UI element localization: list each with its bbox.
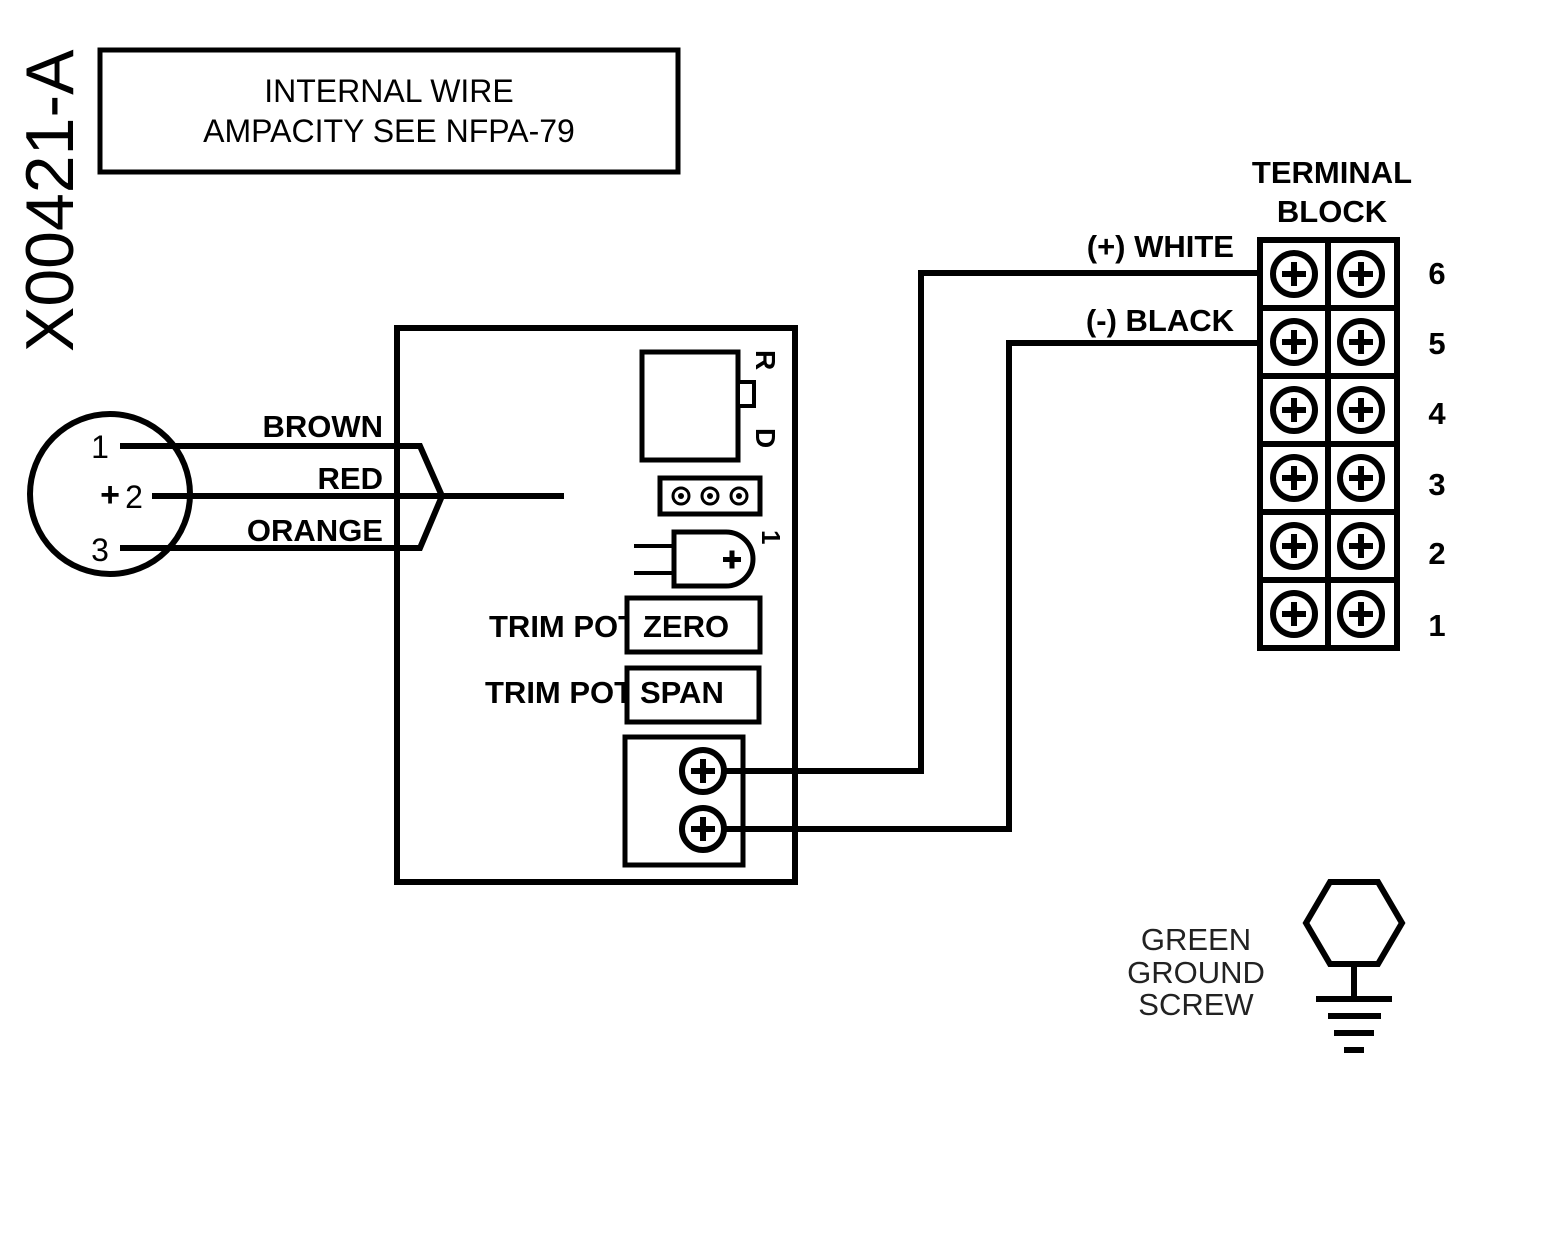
relay-r-label: R (750, 350, 781, 370)
trim-pot-zero-label: TRIM POT (489, 609, 637, 644)
terminal-row-1: 1 (1428, 608, 1445, 643)
terminal-screw-icon (1273, 593, 1315, 635)
led-plus-icon (723, 550, 741, 569)
orange-wire (120, 494, 445, 551)
white-wire (705, 270, 1262, 774)
trim-pot-span-label: TRIM POT (485, 675, 633, 710)
relay-tab (736, 380, 756, 408)
terminal-screw-icon (1340, 389, 1382, 431)
terminal-screw-icon (1340, 457, 1382, 499)
terminal-screw-icon (1273, 321, 1315, 363)
terminal-row-6: 6 (1428, 256, 1445, 291)
terminal-row-4: 4 (1428, 396, 1446, 431)
led-component (671, 529, 756, 589)
relay-component (639, 349, 741, 463)
connector-pin-1: 1 (91, 429, 109, 465)
connector-pin-2: 2 (125, 479, 143, 515)
drawing-id: X00421-A (12, 49, 88, 352)
black-wire-label: (-) BLACK (1086, 303, 1235, 338)
zero-trim-pot (624, 595, 763, 655)
board-screw-plus-icon (682, 750, 724, 792)
board-screw-minus-icon (682, 808, 724, 850)
white-wire-label: (+) WHITE (1087, 229, 1234, 264)
brown-wire-label: BROWN (262, 409, 383, 444)
terminal-screw-icon (1273, 389, 1315, 431)
terminal-screw-icon (1273, 525, 1315, 567)
terminal-screw-icon (1340, 525, 1382, 567)
terminal-screw-icon (1273, 457, 1315, 499)
terminal-screw-icon (1273, 253, 1315, 295)
note-line-2: AMPACITY SEE NFPA-79 (203, 113, 575, 149)
brown-wire (120, 443, 445, 498)
span-label: SPAN (640, 675, 724, 710)
relay-d-label: D (750, 428, 781, 448)
terminal-screw-icon (1340, 321, 1382, 363)
terminal-block-title-2: BLOCK (1277, 194, 1388, 229)
red-wire-label: RED (318, 461, 383, 496)
span-trim-pot (624, 665, 762, 725)
terminal-row-5: 5 (1428, 326, 1445, 361)
note-box (97, 47, 681, 175)
connector-pin-3: 3 (91, 532, 109, 568)
board-output-terminal (622, 734, 746, 868)
terminal-row-2: 2 (1428, 536, 1445, 571)
note-line-1: INTERNAL WIRE (264, 73, 514, 109)
black-wire (705, 340, 1262, 832)
ground-label-3: SCREW (1138, 987, 1254, 1022)
ground-label-2: GROUND (1127, 955, 1265, 990)
orange-wire-label: ORANGE (247, 513, 383, 548)
connector-plus-icon: + (100, 476, 120, 514)
zero-label: ZERO (643, 609, 729, 644)
circuit-board (394, 325, 798, 885)
terminal-block-title-1: TERMINAL (1252, 155, 1412, 190)
ground-label-1: GREEN (1141, 922, 1251, 957)
terminal-row-3: 3 (1428, 467, 1445, 502)
terminal-screw-icon (1340, 593, 1382, 635)
led-1-label: 1 (756, 530, 786, 544)
terminal-screw-icon (1340, 253, 1382, 295)
ground-screw-icon (1302, 879, 1406, 1053)
